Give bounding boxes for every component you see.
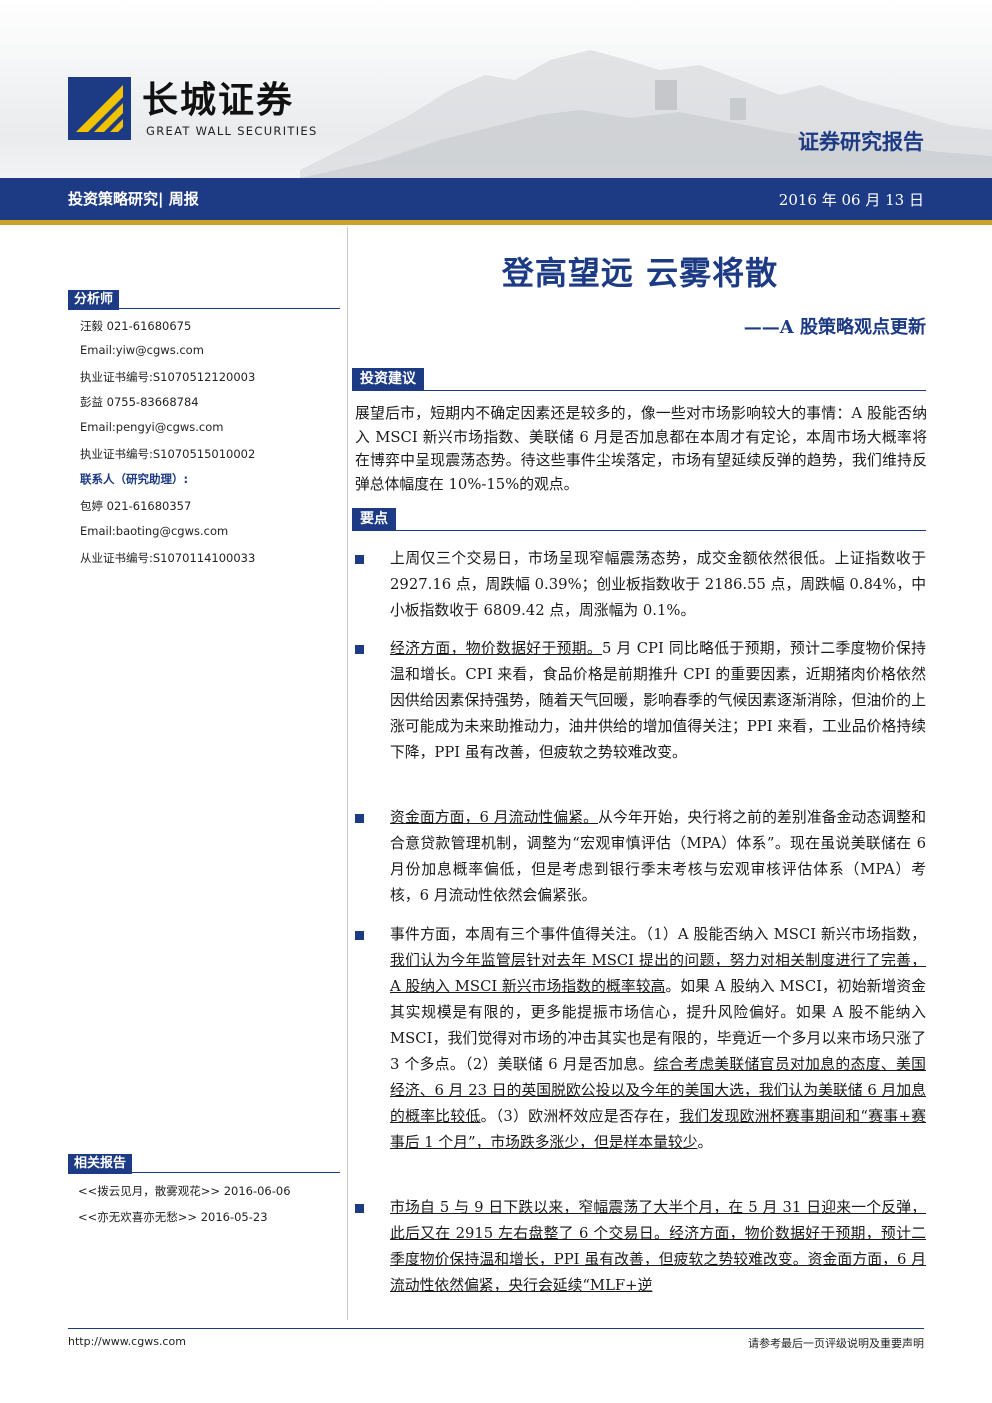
key-point-item: 资金面方面，6 月流动性偏紧。从今年开始，央行将之前的差别准备金动态调整和合意贷… — [352, 805, 926, 909]
contact-heading: 联系人（研究助理）: — [80, 472, 189, 486]
analyst-heading: 分析师 — [68, 288, 340, 310]
great-wall-securities-logo — [68, 77, 131, 140]
report-title: 登高望远 云雾将散 — [501, 254, 779, 292]
key-point-item: 上周仅三个交易日，市场呈现窄幅震荡态势，成交金额依然很低。上证指数收于 2927… — [352, 546, 926, 624]
bullet-square-icon — [355, 1204, 364, 1213]
investment-advice-heading: 投资建议 — [352, 368, 926, 391]
related-reports-heading: 相关报告 — [68, 1152, 340, 1174]
sidebar-line: 汪毅 021-61680675 — [80, 319, 192, 333]
related-report-link[interactable]: <<亦无欢喜亦无愁>> 2016-05-23 — [78, 1210, 268, 1224]
bullet-square-icon — [355, 931, 364, 940]
footer-disclaimer-note: 请参考最后一页评级说明及重要声明 — [748, 1337, 924, 1350]
key-point-item: 经济方面，物价数据好于预期。5 月 CPI 同比略低于预期，预计二季度物价保持温… — [352, 636, 926, 766]
key-point-item: 事件方面，本周有三个事件值得关注。（1）A 股能否纳入 MSCI 新兴市场指数，… — [352, 922, 926, 1156]
report-subtitle: ——A 股策略观点更新 — [743, 317, 926, 338]
sidebar-email[interactable]: Email:baoting@cgws.com — [80, 524, 229, 538]
footer-divider — [68, 1328, 924, 1329]
key-point-item: 市场自 5 与 9 日下跌以来，窄幅震荡了大半个月，在 5 月 31 日迎来一个… — [352, 1195, 926, 1299]
bullet-square-icon — [355, 645, 364, 654]
bullet-square-icon — [355, 814, 364, 823]
report-type: 证券研究报告 — [798, 130, 924, 154]
bullet-square-icon — [355, 555, 364, 564]
sidebar-line: 彭益 0755-83668784 — [80, 395, 199, 409]
sidebar-line: 执业证书编号:S1070512120003 — [80, 370, 256, 384]
investment-advice-text: 展望后市，短期内不确定因素还是较多的，像一些对市场影响较大的事情：A 股能否纳入… — [355, 405, 927, 493]
sidebar-email[interactable]: Email:yiw@cgws.com — [80, 343, 204, 357]
sidebar-line: 从业证书编号:S1070114100033 — [80, 551, 256, 565]
category-band — [0, 178, 992, 220]
report-date: 2016 年 06 月 13 日 — [778, 191, 924, 209]
logo-chinese-name: 长城证券 — [142, 79, 295, 121]
sidebar-line: 执业证书编号:S1070515010002 — [80, 447, 256, 461]
sidebar-email[interactable]: Email:pengyi@cgws.com — [80, 420, 224, 434]
key-points-heading: 要点 — [352, 508, 926, 531]
sidebar-line: 包婷 021-61680357 — [80, 499, 192, 513]
sidebar-divider — [347, 227, 348, 1320]
gold-stripe — [0, 220, 992, 225]
footer-website-link[interactable]: http://www.cgws.com — [68, 1335, 186, 1348]
great-wall-mountain-image — [300, 50, 992, 180]
related-report-link[interactable]: <<拨云见月，散雾观花>> 2016-06-06 — [78, 1184, 291, 1198]
report-category: 投资策略研究| 周报 — [68, 190, 199, 208]
header-background — [0, 0, 992, 180]
logo-english-name: GREAT WALL SECURITIES — [146, 124, 318, 138]
